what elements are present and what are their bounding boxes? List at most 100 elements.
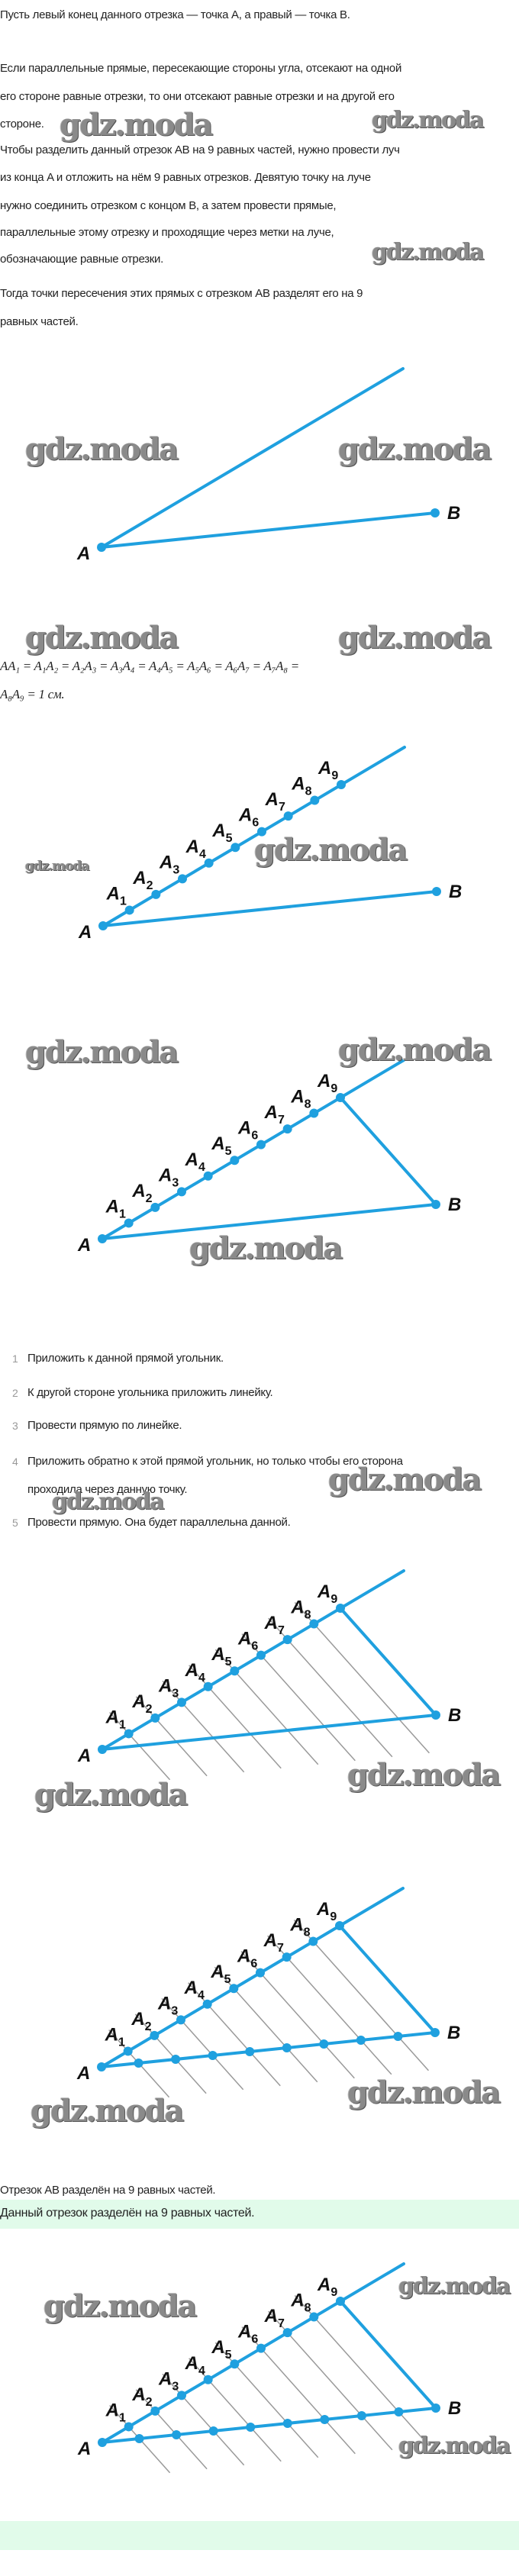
point-a3 bbox=[177, 1697, 186, 1707]
point-a4 bbox=[203, 1681, 213, 1691]
point-a1 bbox=[123, 2046, 133, 2056]
step-number: 5 bbox=[12, 1517, 18, 1529]
step-text: Приложить обратно к этой прямой угольник… bbox=[27, 1455, 403, 1468]
label-a2: A2 bbox=[131, 1691, 152, 1716]
point-a8 bbox=[308, 1936, 318, 1946]
formula-line: A₈A₉ = 1 см. bbox=[0, 687, 65, 701]
intro-text: Пусть левый конец данного отрезка — точк… bbox=[0, 8, 350, 21]
step-text: Провести прямую по линейке. bbox=[27, 1419, 182, 1432]
formula-line: AA₁ = A₁A₂ = A₂A₃ = A₃A₄ = A₄A₅ = A₅A₆ =… bbox=[0, 659, 299, 673]
step-text: К другой стороне угольника приложить лин… bbox=[27, 1386, 273, 1399]
segment-ab bbox=[102, 890, 438, 927]
label-a3: A3 bbox=[158, 1165, 179, 1189]
label-subscript: 7 bbox=[278, 1114, 285, 1127]
label-subscript: 2 bbox=[146, 1192, 153, 1205]
label-a1: A1 bbox=[105, 1196, 126, 1220]
division-point bbox=[282, 2043, 292, 2052]
label-subscript: 4 bbox=[198, 2365, 205, 2378]
label-subscript: 4 bbox=[198, 1672, 205, 1685]
division-point bbox=[320, 2415, 330, 2424]
conclusion-line: Тогда точки пересечения этих прямых с от… bbox=[0, 287, 363, 300]
label-a3: A3 bbox=[158, 1675, 179, 1700]
watermark: gdz.moda bbox=[347, 2075, 501, 2110]
label-subscript: 6 bbox=[251, 1640, 258, 1653]
segment-ab bbox=[100, 511, 437, 549]
point-a8 bbox=[309, 1108, 319, 1118]
division-point bbox=[208, 2051, 218, 2060]
point-a bbox=[98, 1234, 107, 1243]
label-subscript: 7 bbox=[278, 2317, 285, 2330]
point-a6 bbox=[256, 1968, 265, 1978]
division-point bbox=[393, 2032, 403, 2041]
label-subscript: 6 bbox=[252, 817, 259, 830]
division-point bbox=[356, 2036, 366, 2045]
label-b: B bbox=[447, 2023, 460, 2043]
label-subscript: 8 bbox=[305, 2302, 311, 2315]
label-subscript: 5 bbox=[224, 1973, 231, 1986]
label-a2: A2 bbox=[131, 1181, 152, 1205]
parallel-line bbox=[189, 2358, 282, 2462]
label-subscript: 7 bbox=[279, 801, 285, 814]
label-b: B bbox=[448, 2398, 461, 2419]
label-a8: A8 bbox=[291, 774, 311, 798]
label-a: A bbox=[77, 1746, 91, 1766]
label-subscript: 2 bbox=[146, 2396, 153, 2409]
point-a8 bbox=[309, 1619, 319, 1629]
label-a1: A1 bbox=[105, 1707, 126, 1731]
segment-ab bbox=[100, 2031, 437, 2068]
point-a7 bbox=[282, 1124, 292, 1134]
label-a7: A7 bbox=[263, 1930, 284, 1955]
point-a bbox=[98, 921, 108, 930]
label-subscript: 3 bbox=[172, 1176, 179, 1189]
segment-ab bbox=[101, 1714, 437, 1751]
label-subscript: 6 bbox=[250, 1958, 257, 1971]
watermark: gdz.moda bbox=[25, 431, 179, 467]
label-subscript: 3 bbox=[172, 1687, 179, 1700]
label-subscript: 1 bbox=[119, 2411, 126, 2424]
segment-ab bbox=[101, 1203, 437, 1240]
label-subscript: 5 bbox=[225, 1656, 232, 1668]
label-subscript: 9 bbox=[330, 1593, 337, 1606]
label-a1: A1 bbox=[105, 2400, 126, 2424]
label-a4: A4 bbox=[184, 1978, 205, 2002]
watermark: gdz.moda bbox=[372, 239, 485, 266]
watermark: gdz.moda bbox=[52, 1488, 165, 1515]
step-number: 1 bbox=[12, 1352, 18, 1365]
point-a7 bbox=[282, 1635, 292, 1645]
label-a: A bbox=[76, 2063, 90, 2084]
label-subscript: 3 bbox=[171, 2004, 178, 2017]
watermark: gdz.moda bbox=[60, 107, 213, 143]
segment-ab bbox=[101, 2407, 437, 2444]
label-a9: A9 bbox=[317, 1071, 337, 1095]
parallel-line bbox=[189, 1665, 282, 1769]
label-a3: A3 bbox=[157, 1993, 178, 2017]
label-a: A bbox=[78, 922, 92, 943]
label-a8: A8 bbox=[290, 2291, 311, 2315]
label-a7: A7 bbox=[264, 1102, 285, 1127]
label-subscript: 8 bbox=[305, 1609, 311, 1622]
point-a9 bbox=[336, 1604, 345, 1613]
point-a3 bbox=[177, 1187, 186, 1197]
point-b bbox=[431, 2404, 440, 2413]
point-a5 bbox=[229, 1984, 239, 1994]
parallel-line bbox=[162, 1680, 245, 1773]
step-number: 3 bbox=[12, 1420, 18, 1432]
point-a7 bbox=[282, 1952, 292, 1962]
label-a6: A6 bbox=[237, 2322, 258, 2346]
watermark: gdz.moda bbox=[328, 1462, 482, 1498]
watermark: gdz.moda bbox=[25, 1034, 179, 1070]
label-a7: A7 bbox=[265, 789, 285, 814]
ray bbox=[100, 367, 405, 549]
division-point bbox=[134, 2059, 143, 2068]
point-a2 bbox=[150, 2406, 160, 2416]
point-b bbox=[431, 1200, 440, 1209]
point-a5 bbox=[230, 2359, 240, 2369]
division-point bbox=[394, 2407, 404, 2416]
method-line: нужно соединить отрезком с концом B, а з… bbox=[0, 199, 337, 212]
label-a2: A2 bbox=[131, 2009, 151, 2033]
point-a3 bbox=[176, 2015, 185, 2025]
watermark: gdz.moda bbox=[372, 107, 485, 134]
label-subscript: 3 bbox=[172, 863, 179, 876]
